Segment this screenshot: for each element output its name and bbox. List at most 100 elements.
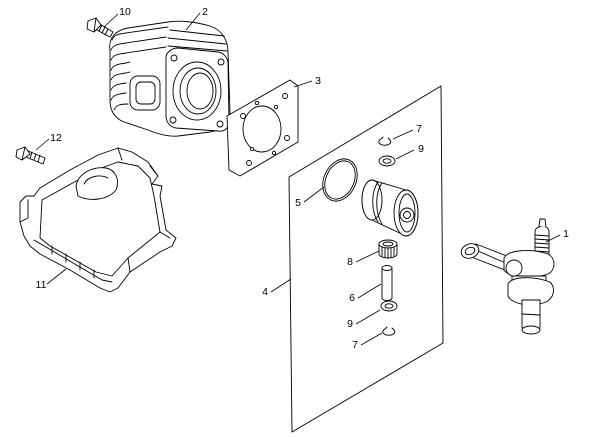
leader-line (357, 283, 382, 299)
shroud-rib (51, 245, 95, 279)
callout-shroud: 11 (36, 279, 47, 291)
cylinder-screw-head-edge (93, 17, 97, 33)
washer-bottom (380, 300, 398, 312)
shroud-screw-thread (29, 151, 41, 163)
cylinder-fin (110, 46, 167, 61)
leader-line (293, 80, 313, 88)
gasket-bore (242, 105, 282, 153)
cylinder-bore-wall (186, 72, 214, 110)
cylinder-fin (110, 82, 127, 91)
cylinder-fin (111, 26, 169, 41)
shroud-screw (15, 146, 46, 165)
gasket-hole (246, 160, 252, 166)
cylinder-boss (217, 58, 225, 66)
piston-pin (381, 265, 393, 301)
callout-crankshaft: 1 (563, 228, 569, 240)
crank-web-lower (507, 277, 554, 306)
callout-circlip-bottom: 7 (352, 339, 358, 351)
piston-ring-groove (376, 182, 383, 225)
leader-line (46, 268, 67, 285)
leader-lines (35, 12, 561, 346)
shroud-tab (159, 231, 171, 239)
crank-shaft-end (521, 325, 541, 335)
gasket-hole (284, 135, 290, 141)
callout-cylinder-screw: 10 (119, 6, 131, 18)
cylinder-screw-head (86, 17, 102, 33)
leader-line (360, 332, 383, 346)
cylinder-fin (110, 92, 127, 101)
cylinder-fin (167, 37, 227, 45)
leader-line (35, 138, 50, 151)
callout-piston-ring: 5 (295, 197, 301, 209)
callout-circlip-top: 7 (416, 123, 422, 135)
callout-washer-bottom: 9 (347, 318, 353, 330)
circlip-bottom-ring (382, 326, 396, 336)
cylinder-fin (169, 29, 225, 37)
cylinder-fin (167, 45, 228, 52)
cylinder (109, 20, 231, 137)
cylinder-fins (110, 26, 228, 111)
callouts: 10 2 3 12 7 9 5 4 8 6 9 7 1 11 (36, 6, 570, 351)
callout-cylinder: 2 (202, 6, 208, 18)
leader-line (395, 149, 415, 160)
cylinder-boss (216, 120, 224, 128)
gasket-hole (282, 93, 288, 99)
shroud (19, 147, 177, 293)
gasket-hole (273, 104, 279, 110)
shroud-tab (149, 165, 159, 177)
shroud-edge (117, 147, 131, 273)
gasket-hole (249, 146, 255, 152)
piston-ring (322, 158, 358, 202)
leader-line (545, 234, 561, 243)
leader-line (303, 186, 325, 203)
cylinder-fin (110, 61, 131, 71)
shroud-tab (19, 199, 29, 223)
piston-kit-panel (288, 85, 444, 433)
shroud-ledge (33, 239, 113, 283)
washer-top (378, 155, 396, 167)
washer-bottom-inner (384, 303, 394, 309)
shroud-scoop-rim (83, 175, 109, 185)
callout-washer-top: 9 (418, 143, 424, 155)
needle-bearing (378, 239, 398, 259)
shroud-outline (19, 147, 177, 293)
cylinder-boss (169, 116, 177, 124)
gasket-hole (271, 150, 277, 156)
leader-line (185, 12, 201, 31)
piston-pin-top (381, 265, 393, 271)
callout-needle-bearing: 8 (347, 256, 353, 268)
needle-bearing-bore (382, 241, 394, 247)
cylinder-fin (113, 103, 129, 111)
callout-piston-pin: 6 (349, 292, 355, 304)
piston (361, 179, 419, 237)
leader-line (355, 250, 380, 263)
leader-line (392, 129, 414, 140)
piston-pin-bore (403, 211, 411, 219)
leader-line (270, 278, 292, 293)
crank-shaft-tip (538, 218, 547, 228)
piston-ring-groove (372, 181, 379, 223)
circlip-top (378, 136, 392, 146)
needle-bearing-needles (381, 246, 395, 259)
leader-line (103, 13, 119, 28)
cylinder-bore-inner (179, 67, 217, 115)
shroud-screw-head-edge (21, 146, 26, 161)
leader-line (355, 309, 381, 325)
piston-ring-inner (324, 160, 356, 200)
crank-shaft-thread (534, 234, 550, 253)
cylinder-screw-thread (98, 24, 109, 36)
circlip-top-ring (378, 136, 392, 146)
callout-piston-kit: 4 (262, 286, 268, 298)
gasket (226, 79, 299, 177)
cylinder-screw (86, 17, 114, 38)
connecting-rod-big-end (505, 259, 523, 277)
piston-skirt-inner (398, 193, 416, 233)
callout-shroud-screw: 12 (50, 132, 62, 144)
cylinder-port-inner (135, 81, 156, 105)
gasket-hole (240, 113, 246, 119)
connecting-rod-small-end-bore (464, 246, 476, 256)
shroud-screw-head (15, 146, 31, 161)
cylinder-fin (110, 36, 167, 51)
cylinder-boss (170, 54, 178, 62)
